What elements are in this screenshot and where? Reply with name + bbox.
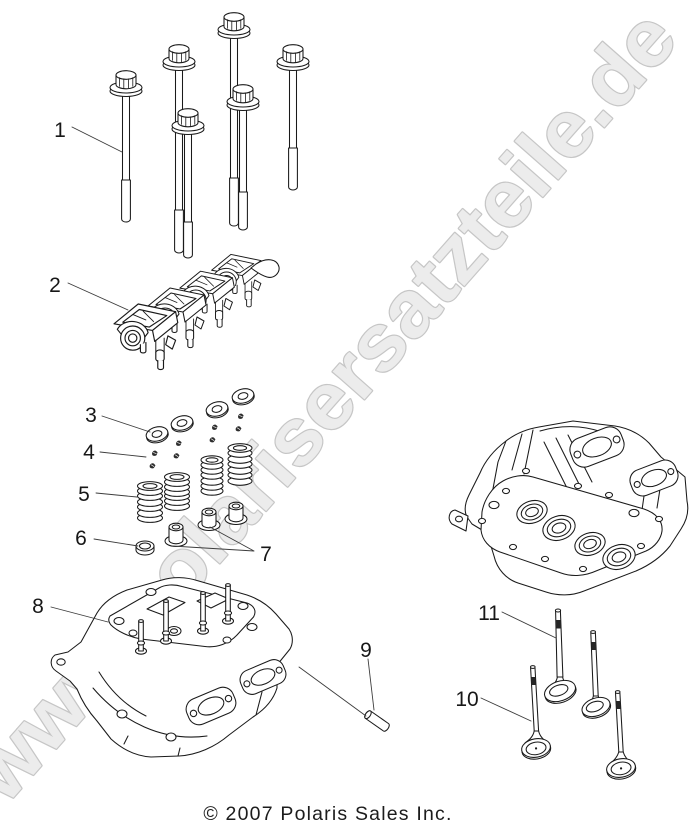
callout-3: 3 (85, 404, 97, 427)
leader-line-4 (99, 451, 147, 458)
rocker-arm-assembly (113, 253, 280, 371)
rocker-arm-finger (250, 259, 280, 278)
leader-line-7 (171, 526, 255, 552)
head-bolts-group (109, 12, 310, 259)
cylinder-head-bottom-view (448, 420, 689, 596)
callout-2: 2 (49, 274, 61, 297)
leader-line-3 (101, 415, 151, 433)
spring-retainer-washer (169, 413, 196, 435)
callout-10: 10 (455, 688, 478, 711)
valve-spring (227, 443, 253, 486)
port-flange (569, 426, 625, 468)
spring-retainer-washer (230, 386, 257, 408)
spring-retainer-washer (144, 424, 171, 446)
valve-seats (516, 499, 636, 571)
valve-spring (163, 472, 191, 511)
intake-valves (544, 608, 612, 719)
intake-valve (581, 630, 612, 719)
leader-line-1 (71, 126, 123, 153)
copyright-text: © 2007 Polaris Sales Inc. (203, 803, 452, 825)
valve-spring (136, 481, 164, 523)
port-flange (629, 459, 679, 497)
leader-line-9b (298, 666, 367, 717)
valve-spring (200, 455, 224, 496)
valve-stem-seal (135, 540, 155, 556)
head-bolt-5 (226, 84, 260, 231)
leader-line-8 (50, 606, 109, 623)
exhaust-valve (606, 690, 637, 780)
face-holes (477, 467, 664, 573)
exhaust-valves (521, 665, 637, 780)
leader-line-6 (93, 538, 139, 547)
head-bolt-6 (276, 44, 310, 191)
valve-stem-seal (224, 501, 248, 526)
callout-11: 11 (478, 602, 500, 625)
leader-line-2 (67, 282, 129, 311)
head-bolt-1 (109, 70, 143, 223)
leader-line-10 (480, 697, 532, 722)
port-flange (239, 659, 287, 695)
valve-stem-seal (197, 507, 221, 532)
exhaust-valve (521, 665, 552, 760)
callout-6: 6 (75, 527, 87, 550)
callout-8: 8 (32, 595, 44, 618)
dowel-pin (364, 710, 390, 732)
spring-retainer-washer (204, 399, 231, 421)
cylinder-head-top-view (50, 577, 293, 758)
leader-line-5 (95, 492, 138, 498)
head-bolt-3 (171, 108, 205, 259)
callout-9: 9 (360, 639, 372, 662)
leader-lines (50, 126, 557, 722)
callout-4: 4 (83, 441, 95, 464)
valve-stem-seal (164, 522, 188, 548)
leader-line-11 (501, 611, 557, 639)
leader-line-9 (367, 658, 375, 711)
port-flange (185, 686, 237, 726)
callout-7: 7 (260, 543, 272, 566)
callout-1: 1 (54, 119, 66, 142)
callout-5: 5 (78, 483, 90, 506)
callout-labels: 1 2 3 4 5 6 7 8 9 10 11 (32, 119, 500, 711)
valve-springs (136, 443, 253, 523)
intake-valve (544, 608, 577, 704)
valve-guide-studs (134, 583, 235, 655)
